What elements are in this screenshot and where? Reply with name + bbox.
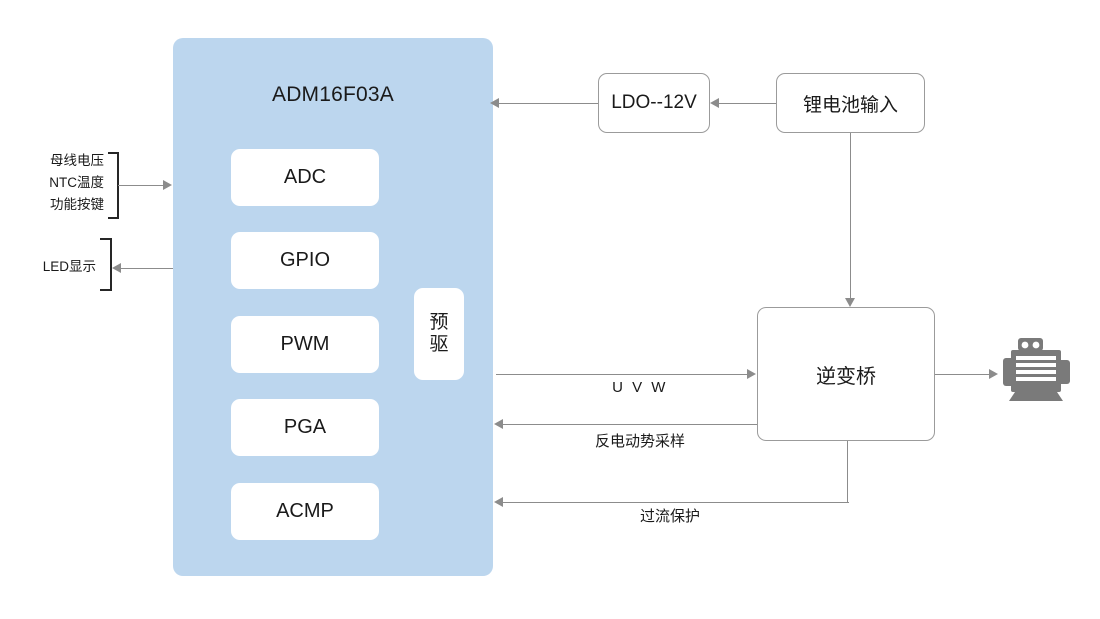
arrowhead-ldo-to-mcu xyxy=(490,98,499,108)
predriver-label-line2: 驱 xyxy=(429,334,449,355)
label-uvw: U V W xyxy=(612,379,668,396)
arrowhead-ocp xyxy=(494,497,503,507)
connector-ldo-to-mcu xyxy=(498,103,598,104)
sensor-input-ntc-temperature: NTC温度 xyxy=(49,174,104,190)
sensor-input-bus-voltage: 母线电压 xyxy=(50,153,104,168)
predriver-label-line1: 预 xyxy=(429,311,449,333)
arrowhead-mcu-to-led xyxy=(112,263,121,273)
connector-inverter-to-motor xyxy=(935,374,991,375)
arrowhead-bemf xyxy=(494,419,503,429)
led-display-label: LED显示 xyxy=(42,259,96,274)
module-pga[interactable]: PGA xyxy=(231,399,379,456)
arrowhead-inverter-to-motor xyxy=(989,369,998,379)
arrowhead-battery-to-inverter xyxy=(845,298,855,307)
inverter-bridge-box[interactable]: 逆变桥 xyxy=(757,307,935,441)
label-bemf: 反电动势采样 xyxy=(594,433,685,450)
sensor-inputs-label-group: 母线电压 NTC温度 功能按键 xyxy=(0,150,104,216)
module-adc[interactable]: ADC xyxy=(231,149,379,206)
connector-sensors-to-mcu xyxy=(118,185,165,186)
led-display-label-group: LED显示 xyxy=(0,256,96,278)
label-ocp: 过流保护 xyxy=(639,508,700,525)
module-pwm[interactable]: PWM xyxy=(231,316,379,373)
connector-uvw xyxy=(496,374,749,375)
mcu-title: ADM16F03A xyxy=(271,83,395,106)
module-predriver[interactable]: 预 驱 xyxy=(414,288,464,380)
motor-icon xyxy=(1001,336,1073,404)
connector-mcu-to-led xyxy=(120,268,173,269)
led-display-bracket xyxy=(100,238,112,291)
ldo-box[interactable]: LDO--12V xyxy=(598,73,710,133)
connector-battery-to-inverter xyxy=(850,133,851,298)
arrowhead-battery-to-ldo xyxy=(710,98,719,108)
module-acmp[interactable]: ACMP xyxy=(231,483,379,540)
module-gpio[interactable]: GPIO xyxy=(231,232,379,289)
arrowhead-uvw xyxy=(747,369,756,379)
connector-bemf xyxy=(502,424,757,425)
connector-ocp-horizontal xyxy=(502,502,849,503)
connector-ocp-vertical xyxy=(847,441,848,503)
sensor-input-function-keys: 功能按键 xyxy=(50,196,104,212)
battery-box[interactable]: 锂电池输入 xyxy=(776,73,925,133)
connector-battery-to-ldo xyxy=(718,103,776,104)
arrowhead-sensors-to-mcu xyxy=(163,180,172,190)
